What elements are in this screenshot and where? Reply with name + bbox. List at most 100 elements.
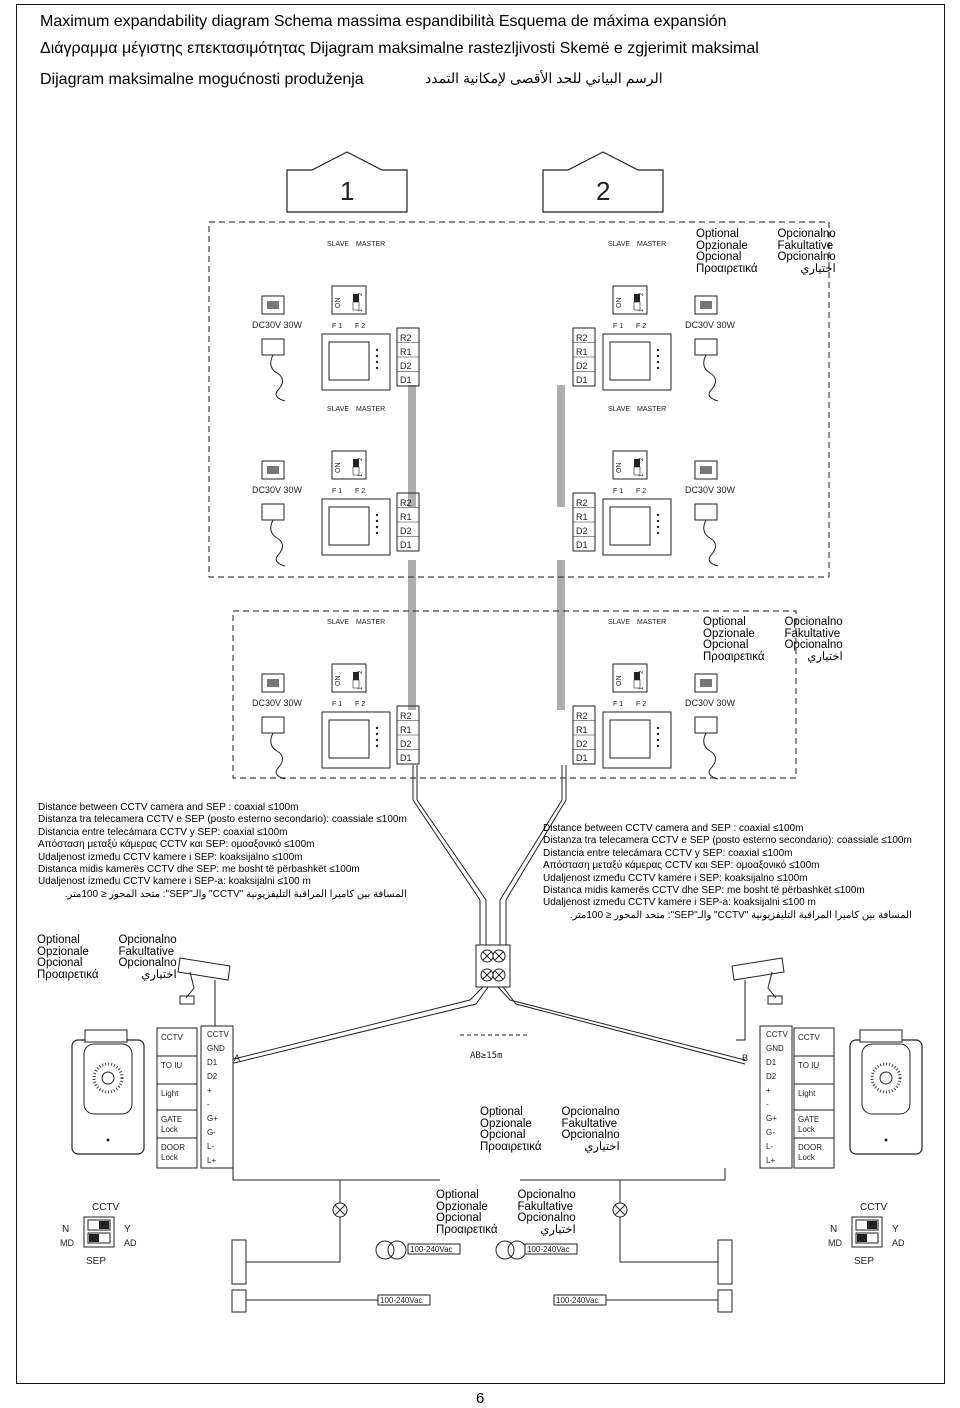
note-line: Udaljenost između CCTV kamere i SEP: koa… <box>38 851 303 863</box>
sep-terminal-block <box>759 1025 793 1169</box>
junction-terminal <box>492 949 506 963</box>
mains-label: 100-240Vac <box>380 1296 423 1305</box>
switch-sep-label: SEP <box>854 1256 874 1267</box>
dip-2-label: 2 <box>358 670 364 674</box>
transformer-icon <box>495 1240 515 1260</box>
monitor-button <box>656 348 660 352</box>
monitor-button <box>375 732 379 736</box>
camera-lens-icon <box>101 1071 115 1085</box>
sep-function-label: GATE <box>161 1115 182 1124</box>
power-label: DC30V 30W <box>685 320 736 330</box>
slave-label: SLAVE <box>327 241 349 248</box>
sep-function-box <box>793 1083 835 1111</box>
dip-lever <box>633 466 641 476</box>
master-label: MASTER <box>356 241 385 248</box>
monitor-button <box>375 744 379 748</box>
bus-wire <box>505 765 567 945</box>
master-label: MASTER <box>356 619 385 626</box>
terminal-label: D1 <box>400 540 412 550</box>
sep-function-box <box>156 1083 198 1111</box>
junction-terminal <box>492 968 506 982</box>
sep-terminal-label: L+ <box>766 1156 775 1165</box>
terminal-label: D2 <box>576 739 588 749</box>
wall-box-inner <box>267 301 279 309</box>
sep-function-box <box>793 1055 835 1085</box>
power-label: DC30V 30W <box>252 485 303 495</box>
terminal-label: R1 <box>576 347 588 357</box>
sep-terminal-label: D1 <box>207 1058 218 1067</box>
master-label: MASTER <box>356 406 385 413</box>
f2-label: F 2 <box>636 701 646 708</box>
slave-label: SLAVE <box>608 619 630 626</box>
dip-switch <box>612 285 648 315</box>
lock-wire <box>246 1217 341 1263</box>
switch-cctv-label: CCTV <box>92 1202 120 1213</box>
terminal-label: D2 <box>576 526 588 536</box>
sep-terminal-label: G+ <box>207 1114 218 1123</box>
bus-wire <box>229 986 489 1065</box>
power-adapter-icon <box>694 503 718 521</box>
switch-sep-label: SEP <box>86 1256 106 1267</box>
f2-label: F 2 <box>636 323 646 330</box>
camera-base <box>767 995 783 1005</box>
monitor-screen <box>328 719 370 759</box>
monitor-button <box>656 744 660 748</box>
lock-wire <box>520 1168 726 1181</box>
sep-terminal-label: CCTV <box>766 1030 788 1039</box>
terminal-label: D1 <box>400 375 412 385</box>
switch-lever <box>89 1234 99 1242</box>
monitor-button <box>656 354 660 358</box>
note-line: Udaljenost između CCTV kamere i SEP-a: k… <box>543 897 816 909</box>
dip-1-label: 1 <box>639 686 645 690</box>
dip-lever <box>633 301 641 311</box>
lock-terminal <box>717 1239 733 1285</box>
title-line-2: Διάγραμμα μέγιστης επεκτασιμότητας Dijag… <box>40 40 759 57</box>
sep-terminal-label: L- <box>766 1142 773 1151</box>
terminal-label: D2 <box>400 739 412 749</box>
junction-terminal-mark <box>494 951 504 961</box>
power-label: DC30V 30W <box>685 698 736 708</box>
terminal-label: R1 <box>400 725 412 735</box>
lamp-cross <box>614 1204 626 1216</box>
transformer-icon <box>375 1240 395 1260</box>
sep-function-label: Light <box>798 1089 816 1098</box>
wall-box-inner <box>700 679 712 687</box>
power-adapter-icon <box>261 716 285 734</box>
dip-lever <box>352 466 360 476</box>
page-number: 6 <box>476 1390 485 1407</box>
terminal-label: R1 <box>400 512 412 522</box>
bus-wire <box>229 986 484 1061</box>
title-line-1: Maximum expandability diagram Schema mas… <box>40 13 727 30</box>
note-line: Distance between CCTV camera and SEP : c… <box>543 823 804 834</box>
switch-ad-label: AD <box>892 1238 905 1248</box>
f1-label: F 1 <box>332 323 342 330</box>
switch-y-label: Y <box>124 1224 131 1235</box>
dip-2-label: 2 <box>358 457 364 461</box>
sep-terminal-label: L+ <box>207 1156 216 1165</box>
power-adapter-icon <box>694 716 718 734</box>
transformer-icon <box>387 1240 407 1260</box>
sep-button <box>884 1138 888 1142</box>
camera-mount <box>185 971 195 999</box>
terminal-label: R1 <box>576 725 588 735</box>
f2-label: F 2 <box>355 323 365 330</box>
switch-md-label: MD <box>60 1238 74 1248</box>
terminal-label: R1 <box>400 347 412 357</box>
dip-on-label: ON <box>335 463 342 474</box>
title-line-3: Dijagram maksimalne mogućnosti produženj… <box>40 71 364 88</box>
sep-function-label: TO IU <box>798 1061 819 1070</box>
sep-function-label: Light <box>161 1089 179 1098</box>
dip-switch <box>331 663 367 693</box>
lock-terminal <box>231 1239 247 1285</box>
monitor-button <box>375 726 379 730</box>
master-label: MASTER <box>637 406 666 413</box>
slave-label: SLAVE <box>327 406 349 413</box>
dip-2-label: 2 <box>639 292 645 296</box>
bus-wire <box>412 765 481 945</box>
mains-label: 100-240Vac <box>556 1296 599 1305</box>
terminal-label: R2 <box>576 711 588 721</box>
terminal-label: D1 <box>576 540 588 550</box>
monitor-button <box>375 525 379 529</box>
dip-2-label: 2 <box>639 670 645 674</box>
